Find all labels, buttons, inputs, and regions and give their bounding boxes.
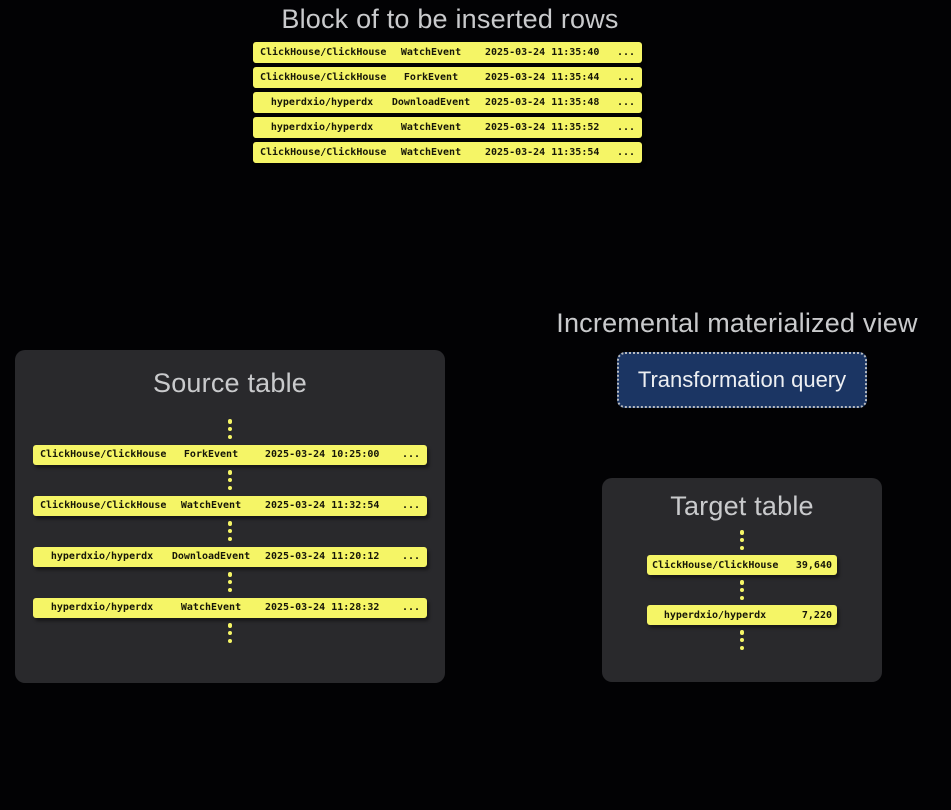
row-timestamp: 2025-03-24 11:35:48: [485, 97, 600, 108]
row-event: WatchEvent: [400, 122, 462, 133]
row-timestamp: 2025-03-24 11:35:40: [485, 47, 600, 58]
target-table-panel: Target table ClickHouse/ClickHouse 39,64…: [602, 478, 882, 682]
ellipsis-dots-icon: [227, 521, 233, 541]
table-row: hyperdxio/hyperdx WatchEvent 2025-03-24 …: [253, 117, 642, 138]
row-ellipsis: ...: [616, 97, 635, 108]
row-ellipsis: ...: [616, 47, 635, 58]
row-event: DownloadEvent: [171, 551, 251, 562]
row-repo: hyperdxio/hyperdx: [50, 602, 154, 613]
row-count: 39,640: [795, 559, 832, 571]
row-repo: ClickHouse/ClickHouse: [40, 449, 167, 460]
row-event: WatchEvent: [180, 602, 242, 613]
row-timestamp: 2025-03-24 11:32:54: [265, 500, 380, 511]
ellipsis-dots-icon: [227, 623, 233, 643]
ellipsis-dots-icon: [739, 580, 745, 600]
row-repo: ClickHouse/ClickHouse: [260, 72, 387, 83]
row-timestamp: 2025-03-24 11:20:12: [265, 551, 380, 562]
transformation-query-label: Transformation query: [637, 367, 847, 392]
table-row: hyperdxio/hyperdx DownloadEvent 2025-03-…: [33, 546, 427, 567]
table-row: ClickHouse/ClickHouse ForkEvent 2025-03-…: [33, 444, 427, 465]
source-table-title: Source table: [153, 368, 307, 398]
row-event: DownloadEvent: [391, 97, 471, 108]
table-row: hyperdxio/hyperdx DownloadEvent 2025-03-…: [253, 92, 642, 113]
insert-block-rows: ClickHouse/ClickHouse WatchEvent 2025-03…: [253, 42, 642, 163]
row-timestamp: 2025-03-24 10:25:00: [265, 449, 380, 460]
row-timestamp: 2025-03-24 11:35:54: [485, 147, 600, 158]
row-event: ForkEvent: [183, 449, 239, 460]
row-ellipsis: ...: [616, 122, 635, 133]
table-row: ClickHouse/ClickHouse WatchEvent 2025-03…: [33, 495, 427, 516]
table-row: ClickHouse/ClickHouse 39,640: [647, 555, 837, 575]
row-repo: ClickHouse/ClickHouse: [260, 147, 387, 158]
target-table-title: Target table: [670, 491, 814, 521]
row-ellipsis: ...: [616, 147, 635, 158]
materialized-view-title: Incremental materialized view: [556, 308, 918, 338]
source-table-panel: Source table ClickHouse/ClickHouse ForkE…: [15, 350, 445, 683]
row-repo: hyperdxio/hyperdx: [270, 122, 374, 133]
transformation-query-button: Transformation query: [617, 352, 867, 408]
target-table-rows: ClickHouse/ClickHouse 39,640 hyperdxio/h…: [647, 530, 837, 650]
row-repo: ClickHouse/ClickHouse: [652, 559, 779, 571]
row-timestamp: 2025-03-24 11:28:32: [265, 602, 380, 613]
row-event: WatchEvent: [400, 147, 462, 158]
ellipsis-dots-icon: [227, 572, 233, 592]
ellipsis-dots-icon: [739, 530, 745, 550]
table-row: ClickHouse/ClickHouse WatchEvent 2025-03…: [253, 42, 642, 63]
row-event: ForkEvent: [403, 72, 459, 83]
row-event: WatchEvent: [180, 500, 242, 511]
table-row: hyperdxio/hyperdx WatchEvent 2025-03-24 …: [33, 597, 427, 618]
row-ellipsis: ...: [616, 72, 635, 83]
table-row: hyperdxio/hyperdx 7,220: [647, 605, 837, 625]
row-ellipsis: ...: [401, 500, 420, 511]
row-repo: ClickHouse/ClickHouse: [40, 500, 167, 511]
source-table-rows: ClickHouse/ClickHouse ForkEvent 2025-03-…: [33, 419, 427, 643]
row-timestamp: 2025-03-24 11:35:44: [485, 72, 600, 83]
row-ellipsis: ...: [401, 602, 420, 613]
row-event: WatchEvent: [400, 47, 462, 58]
insert-block-title: Block of to be inserted rows: [281, 4, 619, 34]
row-ellipsis: ...: [401, 551, 420, 562]
ellipsis-dots-icon: [227, 470, 233, 490]
row-repo: hyperdxio/hyperdx: [663, 609, 767, 621]
row-ellipsis: ...: [401, 449, 420, 460]
row-timestamp: 2025-03-24 11:35:52: [485, 122, 600, 133]
table-row: ClickHouse/ClickHouse ForkEvent 2025-03-…: [253, 67, 642, 88]
row-count: 7,220: [801, 609, 832, 621]
row-repo: hyperdxio/hyperdx: [50, 551, 154, 562]
row-repo: hyperdxio/hyperdx: [270, 97, 374, 108]
table-row: ClickHouse/ClickHouse WatchEvent 2025-03…: [253, 142, 642, 163]
ellipsis-dots-icon: [227, 419, 233, 439]
ellipsis-dots-icon: [739, 630, 745, 650]
row-repo: ClickHouse/ClickHouse: [260, 47, 387, 58]
